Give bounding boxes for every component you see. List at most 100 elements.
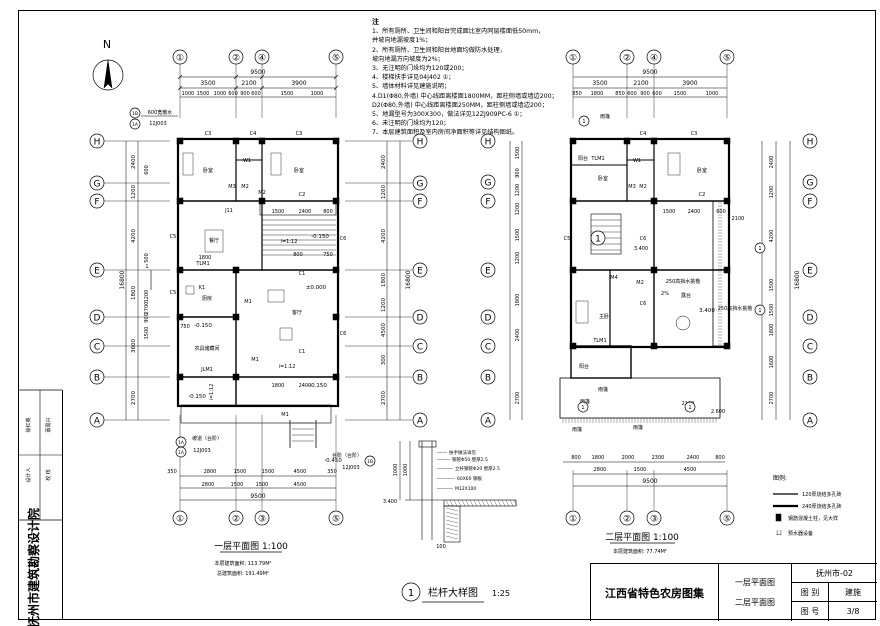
label-drawing-type: 图 别 bbox=[791, 583, 829, 602]
plan1-tag: C6 bbox=[340, 236, 347, 242]
plan2-axis-bottom-label: ① bbox=[569, 515, 577, 525]
legend-column bbox=[775, 513, 782, 522]
plan1-room-bedroom: 卧室 bbox=[203, 167, 213, 174]
plan1-dim-right-total: 16800 bbox=[405, 270, 412, 289]
plan2-area: 本层建筑面积: 77.74M² bbox=[613, 548, 667, 555]
north-arrow bbox=[103, 59, 113, 89]
plan2-dim-right: 4200 bbox=[769, 230, 775, 243]
drawing-name-1: 一层平面图 bbox=[735, 577, 775, 587]
plan1-dim-bottom-sub: 1500 bbox=[256, 482, 269, 488]
plan2-dim-left: 1200 bbox=[515, 203, 521, 216]
plan1-ref-mark-label: 1A bbox=[178, 450, 185, 456]
signature-sidebar bbox=[18, 390, 63, 620]
plan2-ref-mark bbox=[754, 242, 766, 254]
detail-number: 1 bbox=[408, 588, 414, 599]
plan2-caption: 二层平面图 1:100 bbox=[605, 532, 679, 543]
plan1-axis-right bbox=[412, 262, 428, 278]
plan1-axis-right-label: E bbox=[417, 267, 423, 277]
detail-beam-hatch bbox=[445, 535, 459, 540]
plan1-dim-top-sub: 1000 bbox=[214, 91, 227, 97]
plan1-tag: C1 bbox=[299, 271, 306, 277]
plan2-axis-right-label: G bbox=[807, 179, 814, 189]
detail-slab-hatch bbox=[485, 499, 490, 507]
dim-tick bbox=[259, 74, 265, 80]
drawing-code: 抚州市-02 bbox=[791, 564, 877, 583]
legend-symbol: ㄩ bbox=[776, 530, 782, 537]
company-name: 抚州市建筑勘察设计院 bbox=[26, 508, 41, 626]
plan1-axis-left-label: F bbox=[94, 198, 99, 208]
plan1-ref-mark-label: 1A bbox=[132, 122, 139, 128]
plan2-axis-top-label: ① bbox=[569, 54, 577, 64]
detail-dim: 1000 bbox=[403, 464, 409, 477]
plan2-ref-mark bbox=[684, 401, 696, 413]
plan2-axis-left bbox=[480, 369, 496, 385]
plan2-ref-mark-label: 1 bbox=[758, 308, 761, 314]
plan2-dim-left: 1500 bbox=[515, 229, 521, 242]
detail-slab-hatch bbox=[489, 499, 494, 507]
detail-number-circle bbox=[401, 582, 421, 602]
detail-dim: 1000 bbox=[393, 464, 399, 477]
detail-slab-hatch bbox=[469, 499, 474, 507]
plan2-axis-right bbox=[802, 369, 818, 385]
plan1-axis-left bbox=[89, 175, 105, 191]
plan2-dim-left: 1500 bbox=[515, 147, 521, 160]
plan2-note: 雨篷 bbox=[598, 386, 608, 393]
plan1-dim-left-sub: 1200 bbox=[144, 290, 150, 303]
plan1-dim-bottom: 1500 bbox=[262, 469, 275, 475]
plan2-axis-left-label: F bbox=[485, 198, 490, 208]
plan2-dim-right: 1500 bbox=[769, 304, 775, 317]
plan1-level: -0.150 bbox=[194, 323, 212, 329]
label-drawing-no: 图 号 bbox=[791, 602, 829, 621]
plan1-axis-right bbox=[412, 133, 428, 149]
plan2-dim-bottom: 800 bbox=[715, 455, 725, 461]
plan2-dim-bottom: 2000 bbox=[622, 455, 635, 461]
plan2-axis-left-label: D bbox=[485, 314, 492, 324]
plan1-area: 总建筑面积: 191.49M² bbox=[217, 570, 269, 577]
plan1-column bbox=[176, 266, 184, 274]
plan1-column bbox=[258, 137, 266, 145]
plan1-axis-bottom bbox=[328, 510, 344, 526]
plan1-room-dining: 餐厅 bbox=[209, 237, 219, 244]
plan2-stair bbox=[590, 213, 622, 255]
plan1-dim-left-sub: 900 bbox=[144, 313, 150, 323]
detail-slab-hatch bbox=[461, 499, 466, 507]
general-notes: 注 1、所有厕所、卫生间和阳台完成面比室内同层楼面低50mm， 并坡向地漏坡度1… bbox=[372, 18, 562, 138]
plan1-ref-mark bbox=[129, 118, 141, 130]
detail-beam-hatch bbox=[445, 523, 459, 528]
plan2-axis-left-label: A bbox=[485, 417, 492, 427]
note-line: D2(Φ80,外墙) 中心线距离楼面250MM，距柱侧墙或墙边200； bbox=[372, 101, 548, 109]
plan1-axis-right-label: C bbox=[417, 343, 423, 353]
detail-beam-hatch bbox=[445, 527, 459, 532]
plan2-dim-left: 900 bbox=[515, 168, 521, 178]
plan2-note: 雨篷 bbox=[580, 398, 590, 405]
plan1-inner-dim: 750 bbox=[323, 252, 333, 258]
plan1-dim-bottom: 2800 bbox=[204, 469, 217, 475]
plan2-axis-left bbox=[480, 193, 496, 209]
plan1-ref-code: 12J003 bbox=[149, 121, 166, 127]
plan2-dim-top-sub: 1000 bbox=[706, 91, 719, 97]
plan2-dim-left: 2400 bbox=[515, 329, 521, 342]
plan1-porch bbox=[180, 404, 332, 424]
plan2-dim-top: 2100 bbox=[633, 80, 648, 87]
dim-tick bbox=[333, 74, 339, 80]
plan2-tag: M3 bbox=[628, 184, 636, 190]
plan2-dim-left: 2700 bbox=[515, 392, 521, 405]
plan1-tag: C6 bbox=[340, 331, 347, 337]
plan1-axis-left bbox=[89, 193, 105, 209]
sidebar-name2: 蔡周兴 bbox=[45, 417, 52, 432]
plan1-ref-note: 台阶（台阶） bbox=[332, 452, 362, 459]
plan2-column bbox=[569, 197, 577, 205]
plan1-axis-top-label: ⑤ bbox=[332, 54, 340, 64]
plan1-column bbox=[176, 313, 184, 321]
plan1-bed bbox=[270, 152, 282, 176]
plan2-dim-top-sub: 850 bbox=[572, 91, 582, 97]
plan1-slope: i=1:12 bbox=[209, 384, 215, 401]
plan1-dim-top-sub: 600 bbox=[251, 91, 261, 97]
plan1-tag: M1 bbox=[244, 299, 252, 305]
plan1-dim-left: 1200 bbox=[131, 185, 137, 199]
plan1-inner-dim: 2400 bbox=[299, 209, 312, 215]
plan2-axis-right-label: F bbox=[807, 198, 812, 208]
detail-dim: 100 bbox=[436, 544, 446, 550]
plan2-dim-bottom2: 1500 bbox=[634, 467, 647, 473]
